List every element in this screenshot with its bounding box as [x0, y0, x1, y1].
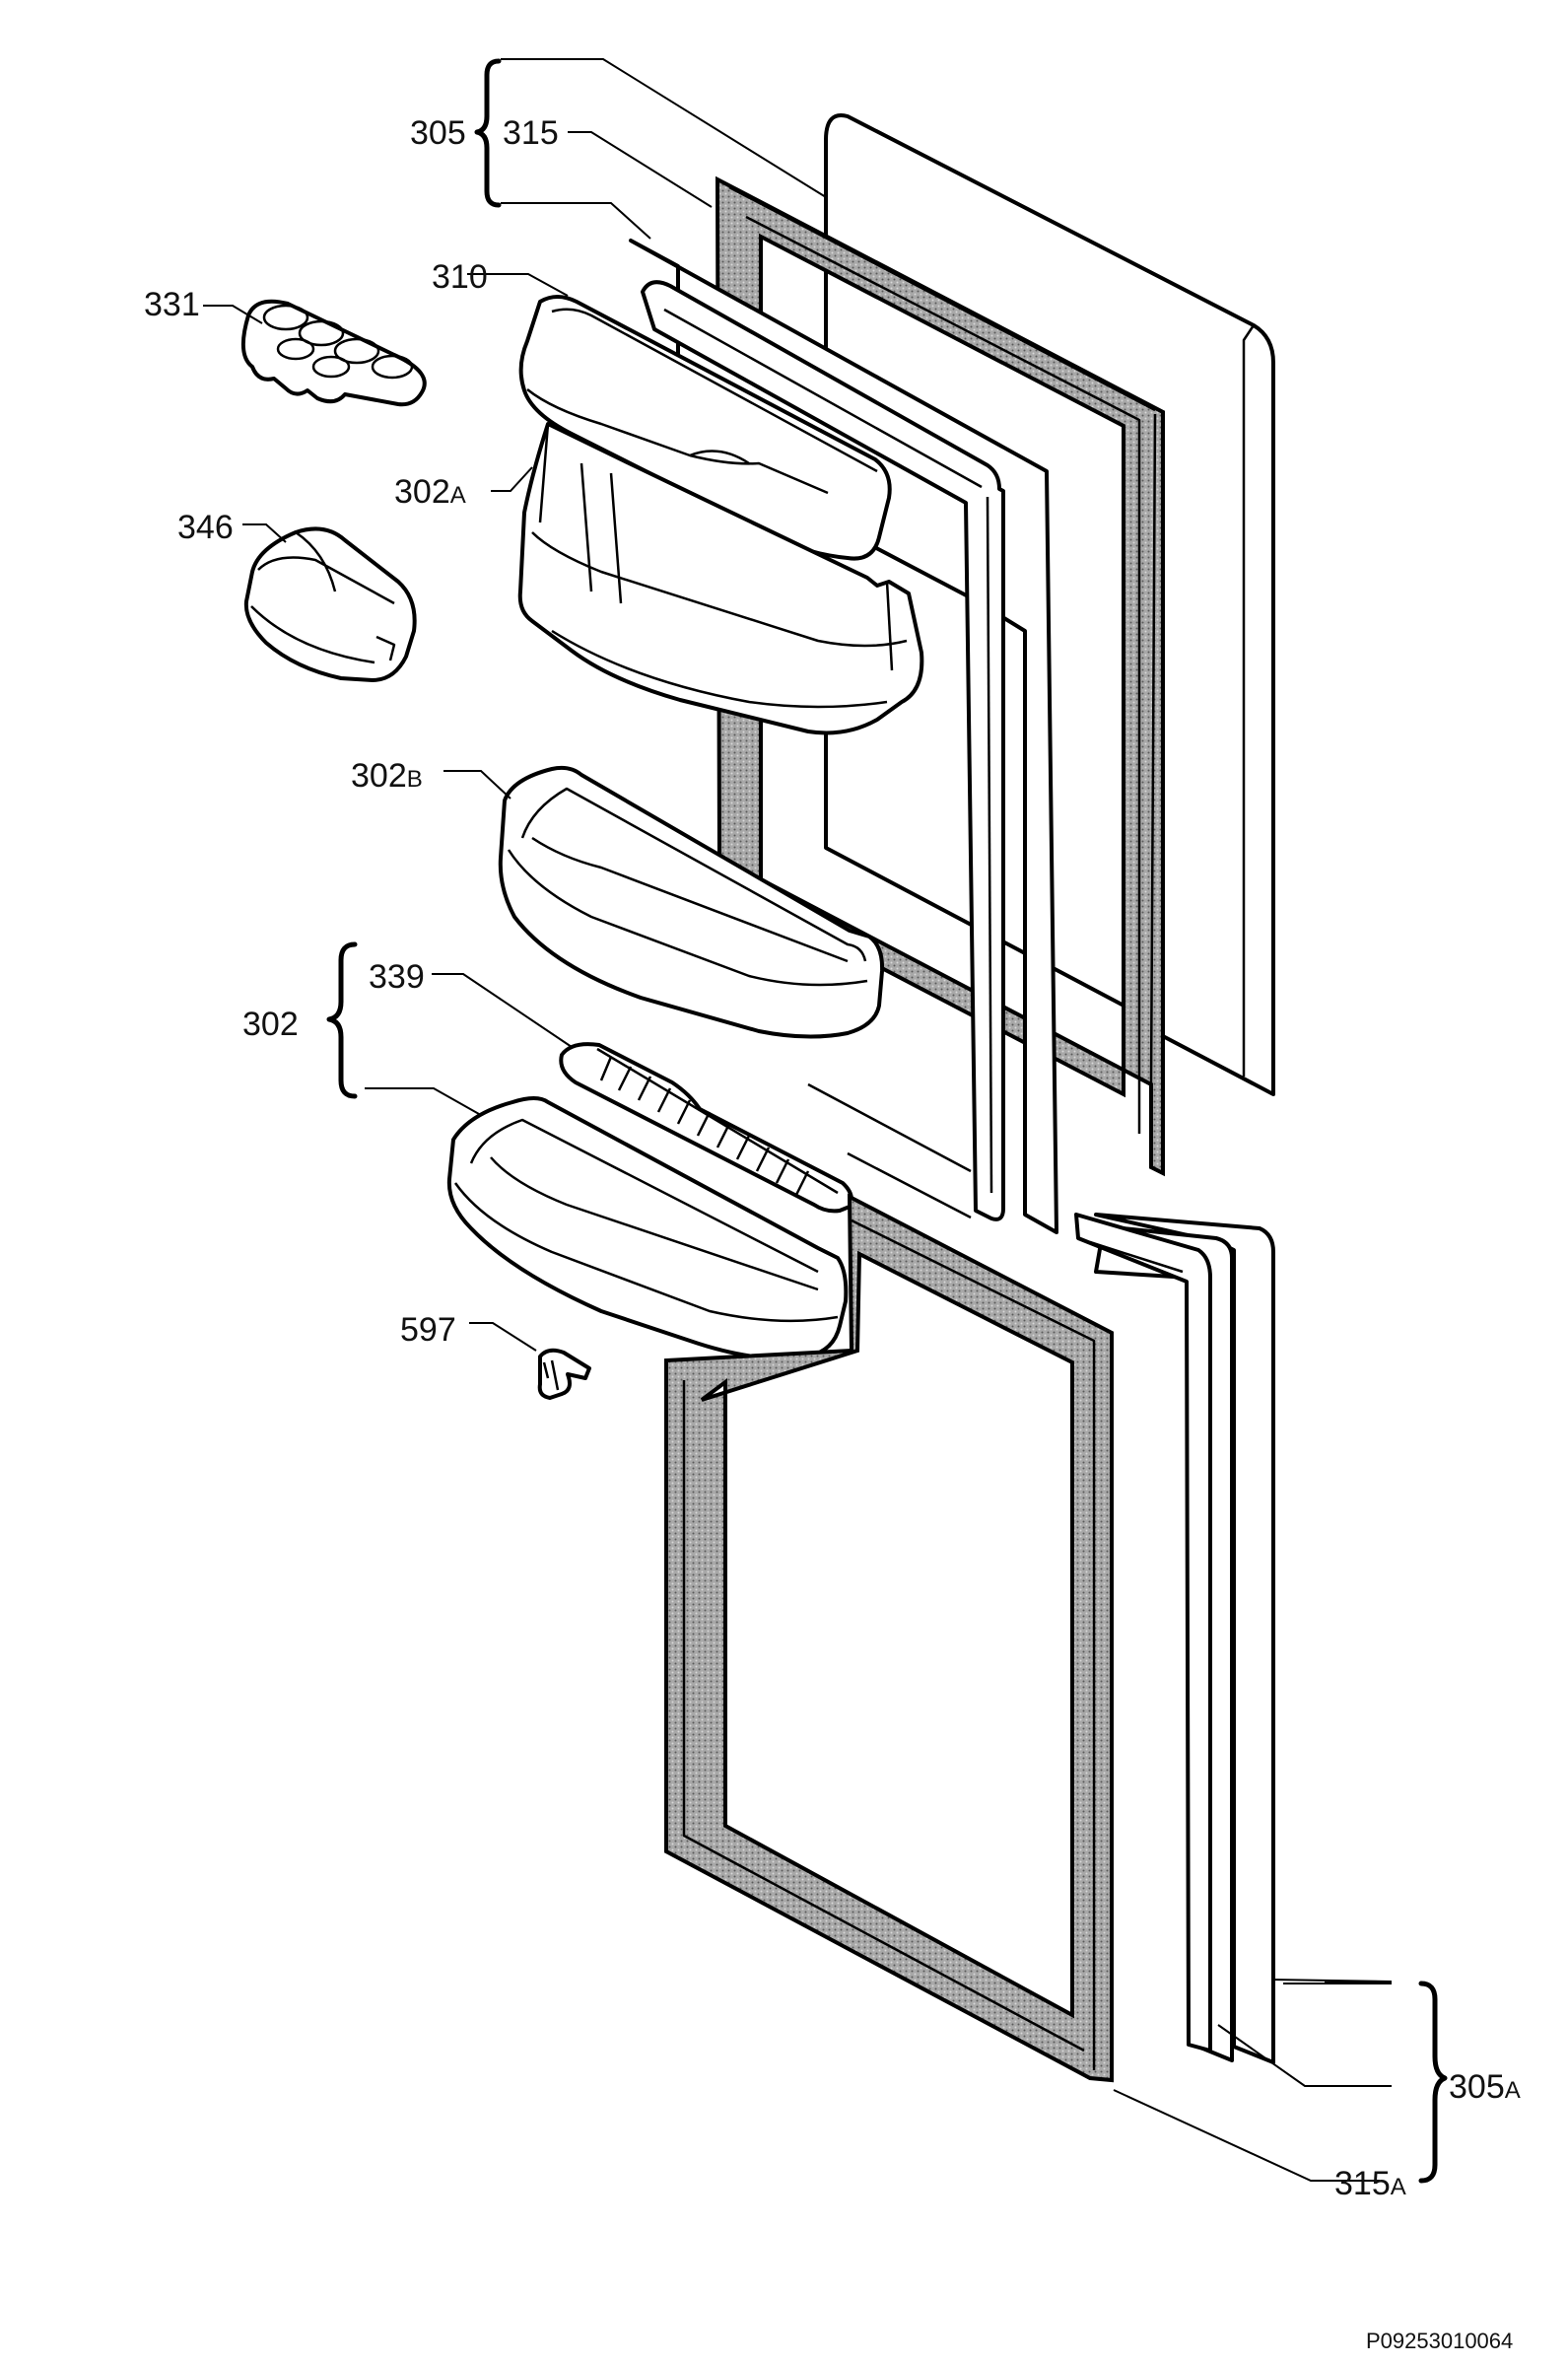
label-302: 302 [242, 1006, 299, 1043]
label-302b: 302B [351, 757, 423, 795]
leader-lines [203, 58, 1393, 2182]
label-315: 315 [503, 114, 559, 152]
butter-dish-346 [243, 526, 417, 682]
label-346: 346 [177, 509, 234, 546]
door-shelf-302b [498, 765, 885, 1039]
label-331: 331 [144, 286, 200, 323]
drawing-code: P09253010064 [1366, 2329, 1513, 2353]
brace-305 [474, 58, 502, 208]
lower-door-inner-liner [1074, 1213, 1212, 2053]
hinge-597 [537, 1348, 591, 1400]
lower-door-outer-panel [1094, 1213, 1275, 2064]
lower-door-gasket [664, 1193, 1114, 2083]
label-305: 305 [410, 114, 466, 152]
label-305a: 305A [1449, 2068, 1521, 2106]
brace-302 [326, 941, 358, 1099]
upper-door-inner-liner [629, 239, 1058, 1234]
label-315a: 315A [1334, 2165, 1406, 2202]
egg-tray-331 [240, 299, 427, 407]
label-310: 310 [432, 258, 488, 296]
door-shelf-302 [446, 1096, 849, 1360]
brace-305a [1418, 1981, 1448, 2184]
door-shelf-302a-with-cover [517, 295, 924, 735]
bottle-retainer-339 [559, 1042, 853, 1214]
label-302a: 302A [394, 473, 466, 511]
label-339: 339 [369, 958, 425, 996]
label-597: 597 [400, 1311, 456, 1349]
